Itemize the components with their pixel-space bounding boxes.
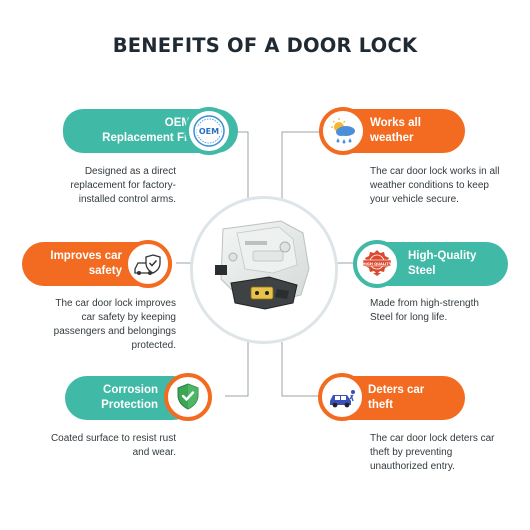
- quality-stamp-text: HIGH QUALITY: [363, 262, 392, 266]
- benefit-theft-label-line2: theft: [368, 399, 393, 411]
- benefit-theft-label-line1: Deters car: [368, 384, 425, 396]
- benefit-weather-label-line1: Works all: [370, 117, 421, 129]
- benefit-safety-desc-line1: The car door lock improves: [55, 298, 176, 309]
- benefit-weather-description: The car door lock works in all weather c…: [370, 165, 520, 207]
- benefit-steel-desc-line2: Steel for long life.: [370, 312, 448, 323]
- benefit-weather-desc-line2: weather conditions to keep: [370, 180, 489, 191]
- benefit-steel-desc-line1: Made from high-strength: [370, 298, 479, 309]
- benefit-corrosion-desc-line1: Coated surface to resist rust: [50, 433, 176, 444]
- benefit-corrosion-desc-line2: and wear.: [132, 447, 176, 458]
- shield-check-icon: [164, 373, 212, 421]
- benefit-oem-desc-line2: replacement for factory-: [70, 180, 176, 191]
- oem-badge-text: OEM: [199, 127, 219, 136]
- benefit-steel-label-line2: Steel: [408, 265, 436, 277]
- car-shield-icon: [124, 240, 172, 288]
- benefit-steel-description: Made from high-strength Steel for long l…: [370, 297, 520, 325]
- benefit-safety-label-line1: Improves car: [50, 250, 122, 262]
- benefit-oem-desc-line1: Designed as a direct: [84, 166, 176, 177]
- benefit-corrosion-label-line1: Corrosion: [103, 384, 158, 396]
- benefit-oem-label: OEM Replacement Fit: [63, 116, 191, 146]
- benefit-safety-desc-line3: passengers and belongings: [53, 326, 176, 337]
- page-title: BENEFITS OF A DOOR LOCK: [112, 34, 418, 57]
- car-theft-icon: [318, 373, 366, 421]
- benefit-corrosion-description: Coated surface to resist rust and wear.: [30, 432, 176, 460]
- quality-stamp-icon: HIGH QUALITY: [353, 240, 401, 288]
- benefit-oem-description: Designed as a direct replacement for fac…: [40, 165, 176, 207]
- benefit-oem-label-line2: Replacement Fit: [102, 132, 191, 144]
- benefit-steel-label: High-Quality Steel: [408, 249, 506, 279]
- benefit-theft-description: The car door lock deters car theft by pr…: [370, 432, 520, 474]
- benefit-safety-label: Improves car safety: [22, 249, 122, 279]
- benefit-corrosion-label-line2: Protection: [101, 399, 158, 411]
- benefit-oem-label-line1: OEM: [164, 117, 191, 129]
- benefit-safety-label-line2: safety: [88, 265, 122, 277]
- benefit-theft-desc-line2: theft by preventing: [370, 447, 453, 458]
- benefit-steel-label-line1: High-Quality: [408, 250, 477, 262]
- benefit-safety-desc-line2: car safety by keeping: [81, 312, 177, 323]
- benefit-oem-desc-line3: installed control arms.: [78, 194, 176, 205]
- benefit-theft-desc-line3: unauthorized entry.: [370, 461, 455, 472]
- benefit-weather-desc-line3: your vehicle secure.: [370, 194, 459, 205]
- weather-icon: [319, 107, 367, 155]
- benefit-safety-description: The car door lock improves car safety by…: [20, 297, 176, 353]
- benefit-weather-label-line2: weather: [370, 132, 414, 144]
- oem-badge-icon: OEM: [185, 107, 233, 155]
- benefit-weather-desc-line1: The car door lock works in all: [370, 166, 500, 177]
- benefit-corrosion-label: Corrosion Protection: [65, 383, 158, 413]
- door-lock-product-image: [190, 196, 338, 344]
- benefit-theft-label: Deters car theft: [368, 383, 460, 413]
- benefit-safety-desc-line4: protected.: [131, 340, 176, 351]
- benefit-theft-desc-line1: The car door lock deters car: [370, 433, 495, 444]
- benefit-weather-label: Works all weather: [370, 116, 460, 146]
